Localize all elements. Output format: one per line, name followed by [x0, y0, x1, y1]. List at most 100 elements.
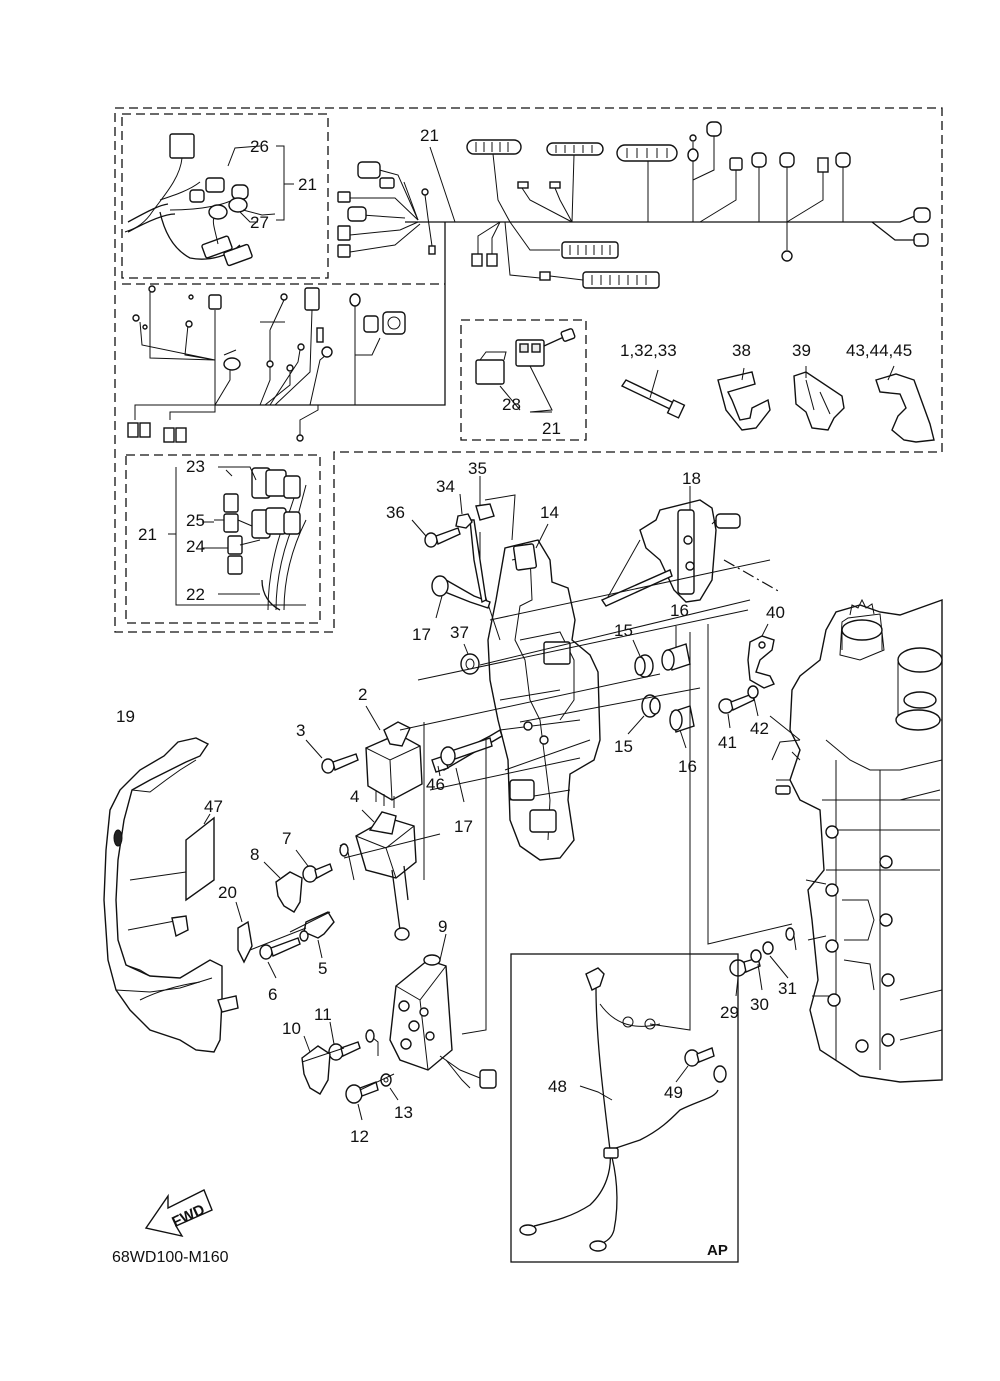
bolt-17-upper — [431, 575, 491, 609]
callout-18: 18 — [682, 469, 701, 488]
leader-lines — [202, 146, 789, 1121]
cover-19 — [103, 737, 239, 1053]
callout-10: 10 — [282, 1019, 301, 1038]
screw-36 — [424, 527, 461, 548]
bracket-14 — [479, 494, 601, 861]
main-wire-harness — [215, 121, 931, 406]
callout-21a: 21 — [420, 126, 439, 145]
bolt-49 — [684, 1047, 715, 1067]
bracket-40 — [747, 635, 775, 689]
connector-bundle-22-25 — [223, 467, 307, 611]
bolt-17-lower — [440, 737, 493, 766]
callout-24: 24 — [186, 537, 205, 556]
callout-42: 42 — [750, 719, 769, 738]
ap-frame — [510, 953, 739, 1263]
grommet-15-lower — [641, 694, 661, 718]
relay-4 — [339, 811, 417, 941]
grommet-15-upper — [634, 654, 654, 678]
cap-8 — [275, 871, 303, 913]
callout-40: 40 — [766, 603, 785, 622]
callout-46: 46 — [426, 775, 445, 794]
callout-17b: 17 — [454, 817, 473, 836]
callout-2: 2 — [358, 685, 367, 704]
callout-8: 8 — [250, 845, 259, 864]
callout-37: 37 — [450, 623, 469, 642]
callout-21d: 21 — [138, 525, 157, 544]
callout-12: 12 — [350, 1127, 369, 1146]
collar-16-lower — [669, 705, 695, 733]
callout-15b: 15 — [614, 737, 633, 756]
label-47 — [185, 816, 215, 902]
lower-harness-branch — [127, 285, 440, 443]
washer-30 — [750, 949, 762, 963]
callout-21b: 21 — [298, 175, 317, 194]
holder-5 — [299, 911, 335, 942]
cable-48 — [519, 967, 727, 1252]
callout-34: 34 — [436, 477, 455, 496]
bolt-12 — [345, 1081, 379, 1104]
callout-16b: 16 — [678, 757, 697, 776]
callout-15a: 15 — [614, 621, 633, 640]
engine-block — [771, 598, 943, 1083]
callout-3: 3 — [296, 721, 305, 740]
cable-tie-35 — [469, 503, 495, 604]
clamp-38 — [717, 371, 771, 431]
fwd-arrow: FWD — [144, 1189, 213, 1238]
callout-23: 23 — [186, 457, 205, 476]
reference-code: 68WD100-M160 — [112, 1249, 229, 1266]
callout-27: 27 — [250, 213, 269, 232]
screw-6 — [259, 937, 301, 960]
bracket-18 — [600, 499, 741, 607]
callout-19: 19 — [116, 707, 135, 726]
cap-10 — [301, 1045, 331, 1095]
harness-group-frame — [114, 107, 943, 633]
callout-9: 9 — [438, 917, 447, 936]
clip-20 — [237, 920, 253, 964]
callout-11: 11 — [314, 1005, 332, 1024]
cable-tie-1-32-33 — [620, 379, 686, 419]
callout-30: 30 — [750, 995, 769, 1014]
callout-49: 49 — [664, 1083, 683, 1102]
callout-25: 25 — [186, 511, 205, 530]
washer-42 — [747, 685, 759, 699]
callout-48: 48 — [548, 1077, 567, 1096]
callout-47: 47 — [204, 797, 223, 816]
screw-3 — [321, 753, 359, 774]
callout-43-44-45: 43,44,45 — [846, 341, 912, 360]
callout-16a: 16 — [670, 601, 689, 620]
washer-31 — [762, 941, 774, 955]
callout-28: 28 — [502, 395, 521, 414]
sub-harness-26-27 — [124, 133, 276, 267]
callout-13: 13 — [394, 1103, 413, 1122]
callout-36: 36 — [386, 503, 405, 522]
callout-26: 26 — [250, 137, 269, 156]
callout-35: 35 — [468, 459, 487, 478]
callout-5: 5 — [318, 959, 327, 978]
callout-17a: 17 — [412, 625, 431, 644]
callout-20: 20 — [218, 883, 237, 902]
callout-7: 7 — [282, 829, 291, 848]
callout-4: 4 — [350, 787, 359, 806]
callout-41: 41 — [718, 733, 737, 752]
callout-38: 38 — [732, 341, 751, 360]
callout-1-32-33: 1,32,33 — [620, 341, 677, 360]
connector-28 — [475, 328, 576, 385]
callout-31: 31 — [778, 979, 797, 998]
callout-21c: 21 — [542, 419, 561, 438]
collar-16-upper — [661, 643, 691, 671]
callout-6: 6 — [268, 985, 277, 1004]
clamp-43-44-45 — [875, 373, 935, 443]
alignment-lines — [249, 559, 801, 1091]
grommet-37 — [460, 653, 480, 675]
clamp-39 — [793, 371, 845, 431]
callout-39: 39 — [792, 341, 811, 360]
nut-34 — [455, 513, 473, 529]
cdi-unit-9 — [389, 954, 497, 1089]
callout-22: 22 — [186, 585, 205, 604]
callout-14: 14 — [540, 503, 559, 522]
bolt-41 — [718, 693, 755, 714]
ap-label: AP — [707, 1242, 728, 1259]
screw-11 — [328, 1041, 361, 1061]
